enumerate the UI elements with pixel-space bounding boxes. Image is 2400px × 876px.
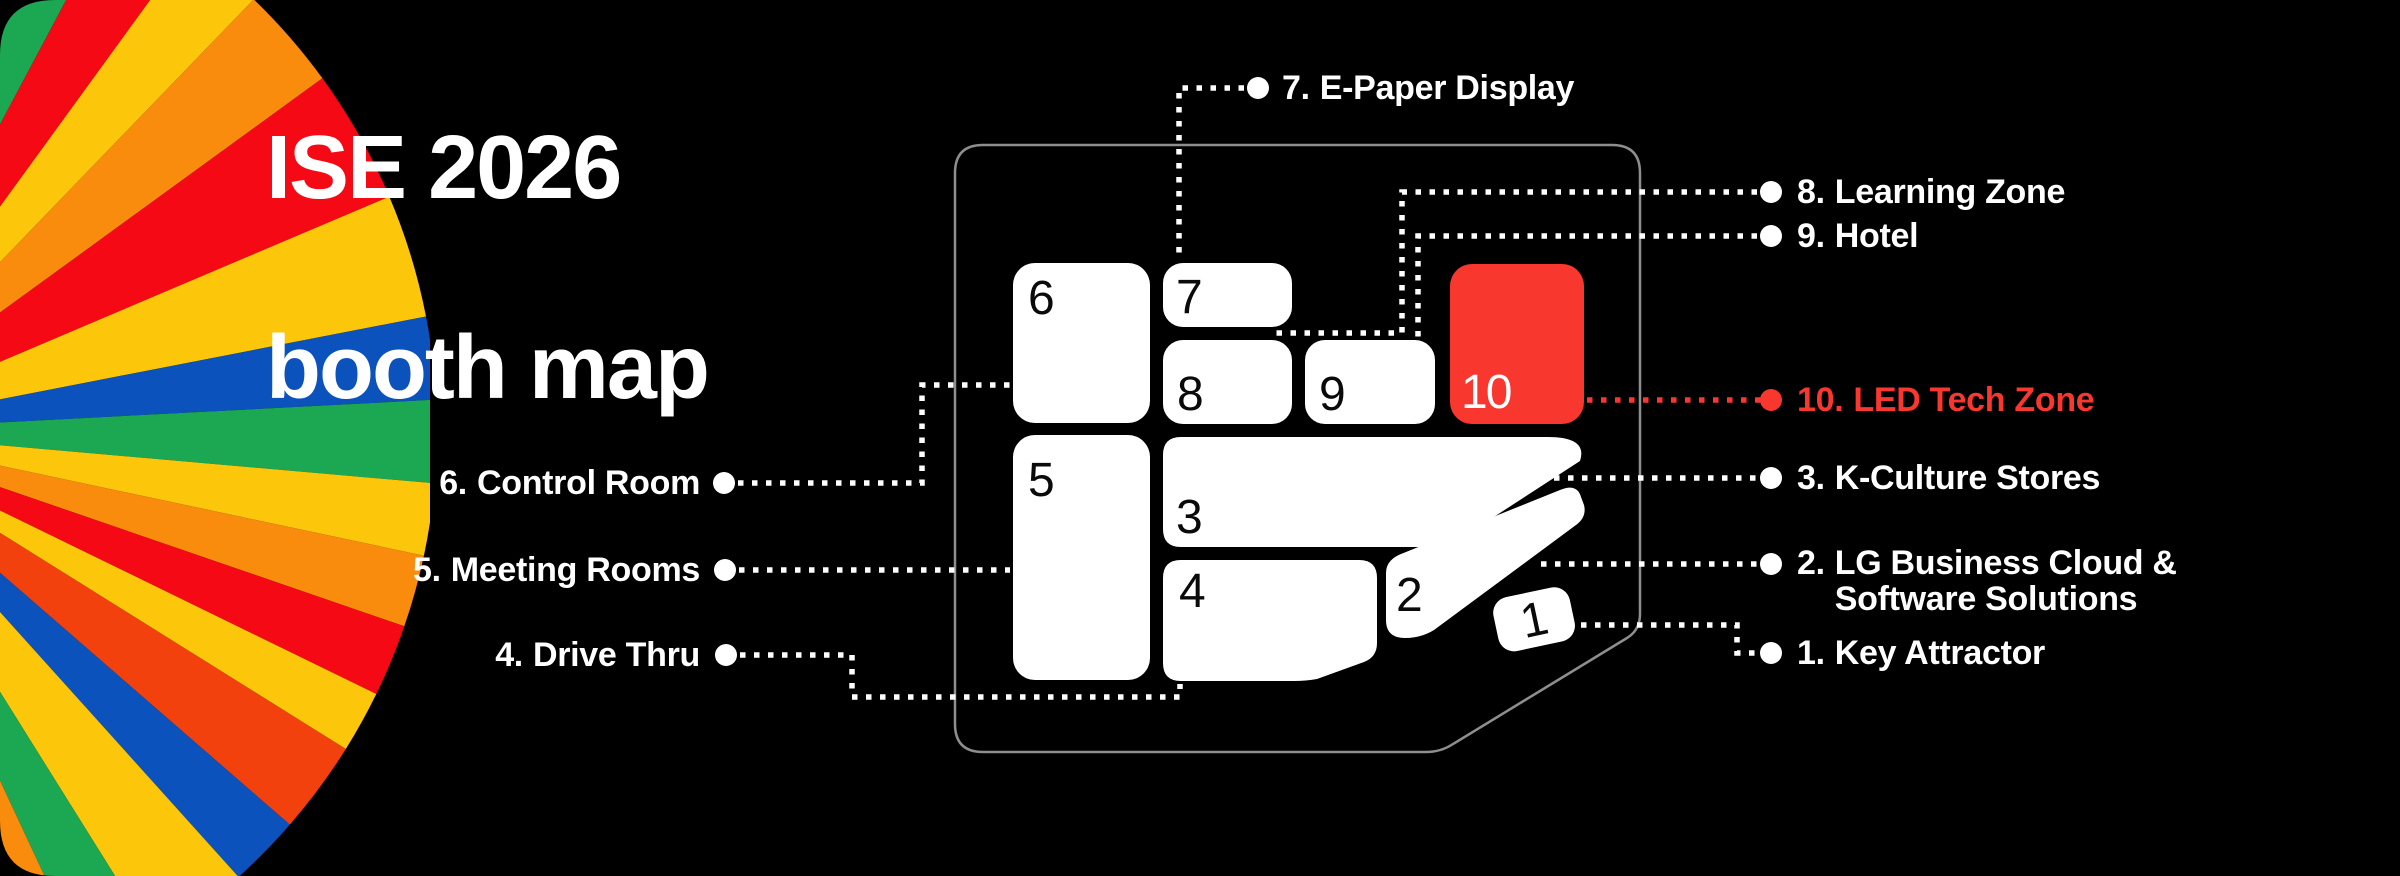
legend-item-8-name: Learning Zone [1834,173,2066,211]
legend-item-9-name: Hotel [1834,217,1919,255]
legend-item-2: 2. LG Business Cloud & Software Solution… [1797,545,2177,617]
booth-2-number: 2 [1396,569,1423,622]
legend-item-5-number: 5. [413,551,441,589]
legend-item-6: 6. Control Room [439,465,700,501]
booth-7-number: 7 [1176,271,1203,324]
fan-ray-blue [0,316,430,431]
page-title-line2: booth map [266,318,710,418]
fan-ray-gold [0,431,239,876]
legend-item-4-number: 4. [495,636,523,674]
legend-item-3-name: K-Culture Stores [1834,459,2101,497]
booth-9 [1305,340,1435,424]
fan-ray-red [0,0,190,431]
fan-ray-red_orange [0,431,346,825]
fan-ray-green [0,431,155,876]
fan-ray-gold [0,431,377,749]
legend-dot-7 [1247,77,1269,99]
legend-item-4-name: Drive Thru [532,636,700,674]
fan-ray-gold [0,196,426,431]
booth-2 [1386,487,1585,638]
legend-item-7-name: E-Paper Display [1319,69,1575,107]
legend-item-7-number: 7. [1282,69,1310,107]
legend-dot-8 [1760,181,1782,203]
booth-10 [1450,264,1584,424]
legend-item-6-name: Control Room [476,464,700,502]
booth-4-number: 4 [1179,565,1206,618]
legend-item-6-number: 6. [439,464,467,502]
legend-dot-3 [1760,467,1782,489]
legend-item-8: 8. Learning Zone [1797,174,2065,210]
legend-item-9: 9. Hotel [1797,217,1919,255]
legend-item-7: 7. E-Paper Display [1282,70,1574,106]
connector-1 [1581,622,1771,656]
booth-5 [1013,435,1150,680]
map-outline [953,143,1642,754]
booth-9-number: 9 [1319,368,1346,421]
fan-ray-orange [0,0,323,431]
legend-dot-1 [1760,642,1782,664]
booth-7 [1163,263,1292,327]
booth-6-number: 6 [1028,272,1055,325]
fan-ray-orange [0,431,424,627]
legend-item-5: 5. Meeting Rooms [413,552,700,588]
fan-ray-orange [0,431,91,876]
connector-9 [1415,233,1771,338]
booth-6 [1013,263,1150,423]
legend-item-10-name: LED Tech Zone [1853,381,2095,419]
legend-item-2-name: LG Business Cloud & Software Solutions [1834,544,2177,618]
legend-item-1-name: Key Attractor [1834,634,2046,672]
legend-dot-6 [713,472,735,494]
booth-4 [1163,560,1377,681]
fan-ray-gold [0,0,254,431]
legend-item-3-number: 3. [1797,459,1825,497]
legend-item-3: 3. K-Culture Stores [1797,460,2100,496]
legend-dot-10 [1760,389,1782,411]
legend-dot-2 [1760,553,1782,575]
booth-1 [1493,587,1575,652]
connector-4 [726,652,1183,700]
fan-ray-green [0,399,430,484]
fan-ray-red [0,78,390,431]
booth-3-number: 3 [1176,491,1203,544]
legend-item-4: 4. Drive Thru [495,637,700,673]
booth-8-number: 8 [1177,368,1204,421]
fan-ray-blue [0,431,290,876]
fan-ray-red [0,431,405,694]
legend-dot-5 [714,559,736,581]
booth-8 [1163,340,1292,424]
legend-item-10: 10. LED Tech Zone [1797,381,2095,419]
legend-item-8-number: 8. [1797,173,1825,211]
legend-item-1: 1. Key Attractor [1797,635,2045,671]
legend-dot-9 [1760,225,1782,247]
booth-10-number: 10 [1461,366,1511,419]
page-title-line1: ISE 2026 [266,118,622,218]
legend-item-2-number: 2. [1797,544,1825,582]
connector-7 [1176,85,1258,261]
legend-item-9-number: 9. [1797,217,1825,255]
legend-item-1-number: 1. [1797,634,1825,672]
legend-item-5-name: Meeting Rooms [450,551,701,589]
legend-item-10-number: 10. [1797,381,1844,419]
legend-dot-4 [715,644,737,666]
booth-5-number: 5 [1028,454,1055,507]
connector-6 [724,382,1010,486]
booth-3 [1163,437,1582,547]
fan-ray-gold [0,431,430,556]
color-fan-graphic [0,0,430,876]
page-title: ISE 2026 booth map [266,118,710,418]
